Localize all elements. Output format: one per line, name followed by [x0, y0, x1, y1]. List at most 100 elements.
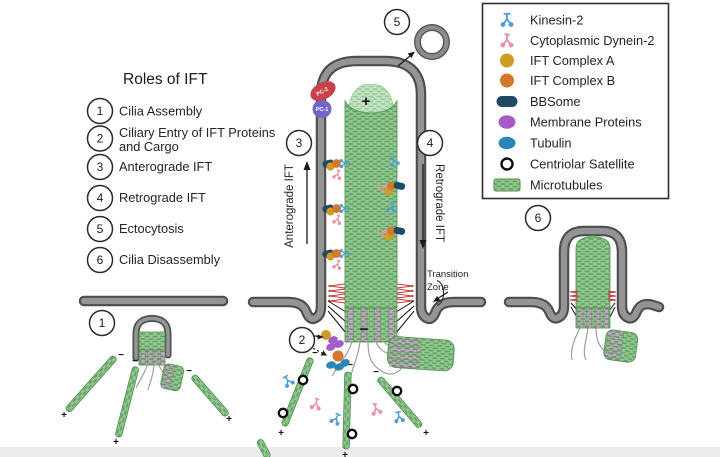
- svg-text:2: 2: [299, 333, 306, 347]
- svg-text:PC-2: PC-2: [316, 87, 330, 98]
- svg-text:Centriolar Satellite: Centriolar Satellite: [530, 157, 635, 172]
- kinesin-icon: [280, 373, 297, 390]
- svg-text:Transition: Transition: [427, 269, 468, 280]
- distal-appendages: [327, 300, 415, 334]
- rootlet: [570, 327, 607, 361]
- svg-text:2: 2: [97, 132, 104, 146]
- svg-text:+: +: [226, 414, 232, 425]
- bottom-strip: [0, 447, 720, 457]
- ift-complex-a-icon: [500, 53, 514, 68]
- roles-title: Roles of IFT: [123, 71, 208, 88]
- svg-text:4: 4: [97, 191, 104, 205]
- svg-text:6: 6: [535, 211, 542, 225]
- svg-text:IFT Complex A: IFT Complex A: [530, 53, 615, 68]
- roles-panel: Roles of IFT 1 Cilia Assembly 2 Ciliary …: [86, 71, 275, 274]
- centriolar-satellite-icon: [346, 428, 358, 440]
- svg-text:Cytoplasmic Dynein-2: Cytoplasmic Dynein-2: [530, 33, 654, 48]
- distal-appendages: [570, 302, 616, 320]
- tubulin-cargo-cluster: [326, 350, 350, 371]
- diagram-cilia-disassembly: [569, 235, 639, 363]
- svg-text:Cilia Disassembly: Cilia Disassembly: [119, 252, 221, 267]
- svg-text:Ectocytosis: Ectocytosis: [119, 221, 184, 236]
- membrane-protein-icon: [498, 115, 516, 129]
- daughter-centriole: [387, 336, 455, 372]
- step-badge-5: 5: [383, 8, 411, 36]
- svg-text:−: −: [132, 356, 138, 367]
- kinesin-icon: [328, 411, 344, 428]
- svg-text:Microtubules: Microtubules: [530, 178, 603, 193]
- bbsome-icon: [496, 96, 518, 107]
- transition-zone-fibers: [569, 290, 617, 302]
- diagram-cilia-assembly: − + − + − +: [61, 315, 232, 448]
- microtubule-icon: [493, 178, 521, 192]
- svg-text:IFT Complex B: IFT Complex B: [530, 73, 615, 88]
- ciliary-entry-arrows: [308, 334, 327, 356]
- tubulin-icon: [498, 136, 516, 150]
- svg-text:+: +: [423, 428, 429, 439]
- roles-item-5: 5 Ectocytosis: [86, 215, 184, 243]
- nascent-basal-body: [138, 331, 166, 366]
- svg-text:−: −: [118, 350, 124, 361]
- svg-text:−: −: [373, 367, 379, 378]
- axoneme: [344, 99, 398, 309]
- basal-body: −: [344, 307, 398, 343]
- svg-text:Retrograde IFT: Retrograde IFT: [119, 190, 206, 205]
- svg-text:Anterograde IFT: Anterograde IFT: [119, 159, 212, 174]
- polycystin-2: PC-2: [310, 81, 336, 101]
- svg-text:Zone: Zone: [427, 282, 449, 293]
- svg-text:and Cargo: and Cargo: [119, 139, 179, 154]
- step-badges: 1 2 3 4 5 6: [88, 8, 552, 354]
- daughter-centriole: [160, 363, 185, 392]
- step-badge-6: 6: [524, 204, 552, 232]
- kinesin-icon: [392, 410, 406, 425]
- svg-text:+: +: [342, 450, 348, 457]
- transition-zone-fibers: [328, 283, 414, 304]
- centriolar-satellite-icon: [277, 407, 289, 419]
- roles-item-6: 6 Cilia Disassembly: [86, 246, 221, 274]
- svg-text:Kinesin-2: Kinesin-2: [530, 13, 583, 28]
- svg-text:3: 3: [296, 136, 303, 150]
- svg-text:BBSome: BBSome: [530, 94, 581, 109]
- free-microtubules: − + − + − +: [61, 350, 232, 448]
- svg-text:+: +: [113, 437, 119, 448]
- centriolar-satellite-icon: [391, 385, 403, 397]
- step-badge-3: 3: [285, 129, 313, 157]
- ectocytosis-arrow: [397, 55, 411, 67]
- daughter-centriole: [603, 329, 639, 363]
- step-badge-2: 2: [288, 326, 316, 354]
- svg-text:+: +: [278, 428, 284, 439]
- step-badge-4: 4: [416, 129, 444, 157]
- axoneme-plus-end-label: +: [362, 93, 371, 110]
- ift-complex-b-icon: [500, 73, 514, 88]
- basal-body-minus-end-label: −: [360, 321, 369, 338]
- transition-zone-label: Transition Zone: [427, 269, 468, 307]
- roles-item-2: 2 Ciliary Entry of IFT Proteins and Carg…: [86, 125, 275, 154]
- centriolar-satellite-icon: [347, 383, 359, 395]
- anterograde-arrow: [303, 161, 311, 244]
- svg-text:Tubulin: Tubulin: [530, 136, 572, 151]
- cytoplasmic-scatter: − + − + − +: [256, 330, 429, 457]
- svg-text:1: 1: [99, 316, 106, 330]
- svg-text:6: 6: [97, 253, 104, 267]
- dynein-icon: [368, 401, 384, 418]
- svg-text:Ciliary Entry of IFT Proteins: Ciliary Entry of IFT Proteins: [119, 125, 275, 140]
- polycystin-1: PC-1: [312, 100, 332, 118]
- svg-text:5: 5: [394, 15, 401, 29]
- membrane-protein-cargo-cluster: [321, 330, 344, 351]
- svg-text:−: −: [312, 348, 318, 359]
- dynein-icon: [308, 396, 324, 412]
- legend-box: Kinesin-2 Cytoplasmic Dynein-2 IFT Compl…: [481, 2, 670, 200]
- svg-text:4: 4: [427, 136, 434, 150]
- svg-text:PC-1: PC-1: [316, 107, 329, 113]
- svg-text:−: −: [347, 360, 353, 371]
- retrograde-arrow: [419, 164, 427, 249]
- roles-item-1: 1 Cilia Assembly: [86, 97, 203, 125]
- retrograde-label: Retrograde IFT: [433, 164, 445, 242]
- anterograde-label: Anterograde IFT: [284, 164, 296, 248]
- svg-text:5: 5: [97, 222, 104, 236]
- svg-text:3: 3: [97, 160, 104, 174]
- central-cilium: + −: [284, 81, 468, 381]
- roles-item-4: 4 Retrograde IFT: [86, 184, 206, 212]
